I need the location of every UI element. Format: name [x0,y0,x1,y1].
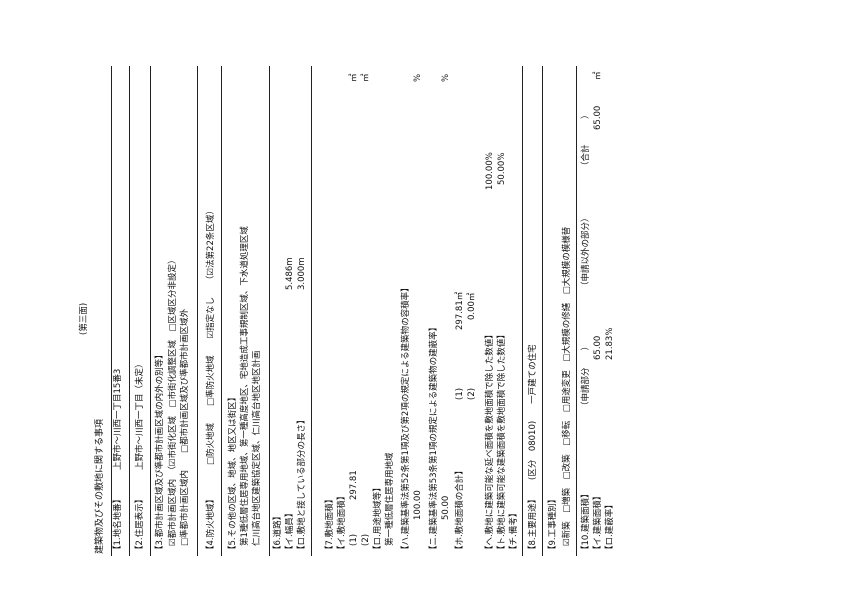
bcr-label: 【ニ.建築基準法第53条第1項の規定による建築物の建蔽率】 [429,322,439,554]
remarks-label: 【チ.備考】 [509,508,519,554]
road-frontage-value: 3.000m [297,257,307,290]
building-area-unit: ㎡ [593,71,603,80]
far-unit: % [413,73,423,82]
divider [311,66,312,556]
city-planning-line2: ☑都市計画区域内 （☑市街化区域 □市街化調整区域 □区域区分非設定） [168,255,178,546]
city-planning-label: 【3.都市計画区域及び準都市計画区域の内外の別等】 [155,350,165,554]
use-district-label: 【ロ.用途地域等】 [373,483,383,554]
fire-zone-value: □防火地域 □準防火地域 ☑指定なし （☑法第22条区域） [206,206,216,465]
work-type-label: 【9.工事種別】 [548,494,558,554]
col-other-part: （申請以外の部分） [581,213,591,290]
divider [129,66,130,556]
divider [111,66,112,556]
site-total-1-label: (1) [455,387,465,400]
work-type-value: ☑新築 □増築 □改築 □移転 □用途変更 □大規模の修繕 □大規模の模様替 [562,226,572,546]
address-value: 上野市〜川西一丁目（未定） [135,359,145,470]
bcr-value: 50.00 [441,495,451,520]
other-zones-line3: 仁川高台地区建築協定区域、仁川高台地区地区計画 [252,350,262,546]
other-zones-label: 【5.その他の区域、地域、地区又は街区】 [228,392,238,554]
road-label: 【6.道路】 [273,511,283,554]
coverage-value: 21.83% [605,327,615,360]
page-label: (第三面) [79,302,89,335]
coverage-label: 【ロ.建蔽率】 [605,500,615,554]
divider [576,66,577,556]
main-use-label: 【8.主要用途】 [528,494,538,554]
site-area-2-label: (2) [361,533,371,546]
divider [542,66,543,556]
site-area-1-value: 297.81 [349,470,359,500]
form-title: 建築物及びその敷地に関する事項 [95,418,105,554]
far-value: 100.00 [413,490,423,520]
building-area-applied-value: 65.00 [593,335,603,360]
rotated-form-page: (第三面) 建築物及びその敷地に関する事項 【1.地名地番】 上野市〜川西一丁目… [75,60,620,560]
site-area-label: 【7.敷地面積】 [325,494,335,554]
max-coverage-ratio-value: 50.00% [497,152,507,185]
lot-number-value: 上野市〜川西一丁目15番3 [113,368,123,470]
site-area-1-unit: ㎡ [349,73,359,82]
col-applied-part: （申請部分 ） [581,341,591,410]
building-area-total-value: 65.00 [593,105,603,130]
main-use-value: (区分 08010) 一戸建ての住宅 [528,344,538,480]
site-area-2-unit: ㎡ [361,73,371,82]
city-planning-line3: □準都市計画区域内 □都市計画区域及び準都市計画区域外 [180,308,190,546]
site-total-label: 【ホ.敷地面積の合計】 [455,466,465,554]
address-label: 【2.住居表示】 [135,494,145,554]
divider [150,66,151,556]
divider [522,66,523,556]
site-area-1-label: (1) [349,533,359,546]
far-label: 【ハ.建築基準法第52条第1項及び第2項の規定による建築物の容積率】 [401,283,411,554]
lot-number-label: 【1.地名地番】 [113,494,123,554]
max-floor-ratio-label: 【ヘ.敷地に建築可能な延べ面積を敷地面積で除した数値】 [485,330,495,554]
divider [197,66,198,556]
site-total-1-value: 297.81㎡ [455,291,465,330]
use-district-value: 第一種低層住居専用地域 [385,452,395,546]
building-area-label: 【10.建築面積】 [581,489,591,554]
site-total-2-label: (2) [467,387,477,400]
bcr-unit: % [441,73,451,82]
building-area-a-label: 【イ.建築面積】 [593,491,603,554]
other-zones-line2: 第1種低層住居専用地域、第一種高度地区、宅地造成工事規制区域、下水道処理区域 [240,226,250,546]
col-total: （合計 ） [581,110,591,170]
max-floor-ratio-value: 100.00% [485,152,495,190]
max-coverage-ratio-label: 【ト.敷地に建築可能な建築面積を敷地面積で除した数値】 [497,330,507,554]
road-width-value: 5.486m [285,257,295,290]
divider [221,66,222,556]
divider [269,66,270,556]
site-area-a-label: 【イ.敷地面積】 [337,491,347,554]
site-total-2-value: 0.00㎡ [467,292,477,320]
road-width-label: 【イ.幅員】 [285,508,295,554]
road-frontage-label: 【ロ.敷地と接している部分の長さ】 [297,415,307,554]
fire-zone-label: 【4.防火地域】 [206,494,216,554]
